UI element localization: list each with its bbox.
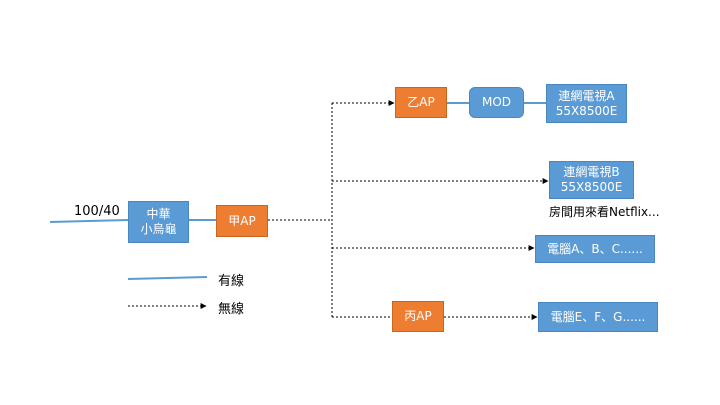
main-ap-box: 甲AP bbox=[216, 205, 268, 237]
bandwidth-label: 100/40 bbox=[74, 204, 120, 219]
legend-wired-line bbox=[127, 276, 208, 280]
modem-box: 中華 小烏龜 bbox=[128, 201, 189, 243]
tv-b-line1: 連網電視B bbox=[563, 165, 620, 179]
pc-group-abc-box: 電腦A、B、C...... bbox=[535, 235, 655, 263]
tv-b-box: 連網電視B 55X8500E bbox=[549, 161, 634, 199]
pc-group-efg-box: 電腦E、F、G...... bbox=[538, 302, 658, 332]
tv-b-note: 房間用來看Netflix... bbox=[549, 205, 660, 219]
mod-box: MOD bbox=[469, 87, 524, 118]
ap-b-box: 乙AP bbox=[395, 87, 447, 118]
wired-line-internet bbox=[49, 219, 129, 223]
tv-a-line1: 連網電視A bbox=[558, 88, 615, 103]
modem-line1: 中華 bbox=[146, 207, 171, 221]
tv-a-box: 連網電視A 55X8500E bbox=[546, 84, 627, 123]
tv-b-line2: 55X8500E bbox=[560, 180, 623, 194]
ap-c-box: 丙AP bbox=[392, 301, 444, 332]
legend-wireless-label: 無線 bbox=[218, 302, 245, 317]
legend-wired-label: 有線 bbox=[218, 274, 245, 289]
tv-a-line2: 55X8500E bbox=[555, 103, 618, 118]
modem-line2: 小烏龜 bbox=[140, 222, 177, 236]
